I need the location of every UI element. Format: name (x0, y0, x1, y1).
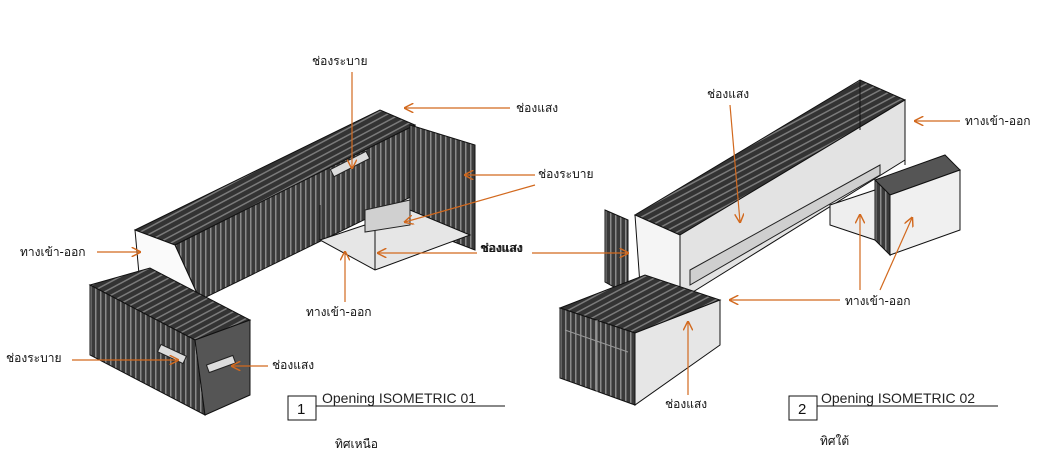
label-entry-bottom-2: ทางเข้า-ออก (845, 294, 911, 308)
view-number-box-1 (287, 395, 317, 421)
view-caption-2: ทิศใต้ (820, 434, 849, 448)
view-title-1: Opening ISOMETRIC 01 (322, 390, 476, 406)
upper-container-1 (133, 109, 417, 301)
view-caption-1: ทิศเหนือ (335, 437, 378, 451)
arrow-entry-bottom-2c (879, 218, 912, 291)
right-container-1 (318, 124, 476, 271)
label-light-bottom-2: ช่องแสง (665, 397, 707, 411)
label-light-mid-2-visible: ช่องแสง (481, 241, 523, 255)
lower-container-2 (558, 274, 722, 406)
view-number-1: 1 (297, 401, 305, 418)
label-entry-bottom: ทางเข้า-ออก (306, 305, 372, 319)
upper-container-2 (633, 79, 907, 301)
arrow-vent-right-2 (405, 184, 536, 222)
label-light-top: ช่องแสง (516, 101, 558, 115)
view-title-2: Opening ISOMETRIC 02 (821, 390, 975, 406)
isometric-view-1: ช่องระบาย ช่องแสง ช่องระบาย ทางเข้า-ออก … (6, 54, 594, 451)
arrow-light-top-2 (729, 104, 740, 222)
label-light-mid: ช่องแสง (480, 241, 522, 255)
label-vent-top: ช่องระบาย (312, 54, 368, 68)
label-entry-right-2: ทางเข้า-ออก (965, 114, 1031, 128)
label-vent-left: ช่องระบาย (6, 351, 62, 365)
view-number-box-2 (788, 395, 818, 421)
label-light-bottom: ช่องแสง (272, 358, 314, 372)
label-entry-left: ทางเข้า-ออก (20, 245, 86, 259)
view-number-2: 2 (798, 401, 806, 418)
isometric-view-2: ช่องแสง ทางเข้า-ออก ช่องแสง ทางเข้า-ออก … (532, 79, 1031, 448)
right-container-2 (829, 154, 961, 257)
label-light-top-2: ช่องแสง (707, 87, 749, 101)
label-vent-right: ช่องระบาย (538, 167, 594, 181)
lower-container-1 (88, 267, 252, 416)
